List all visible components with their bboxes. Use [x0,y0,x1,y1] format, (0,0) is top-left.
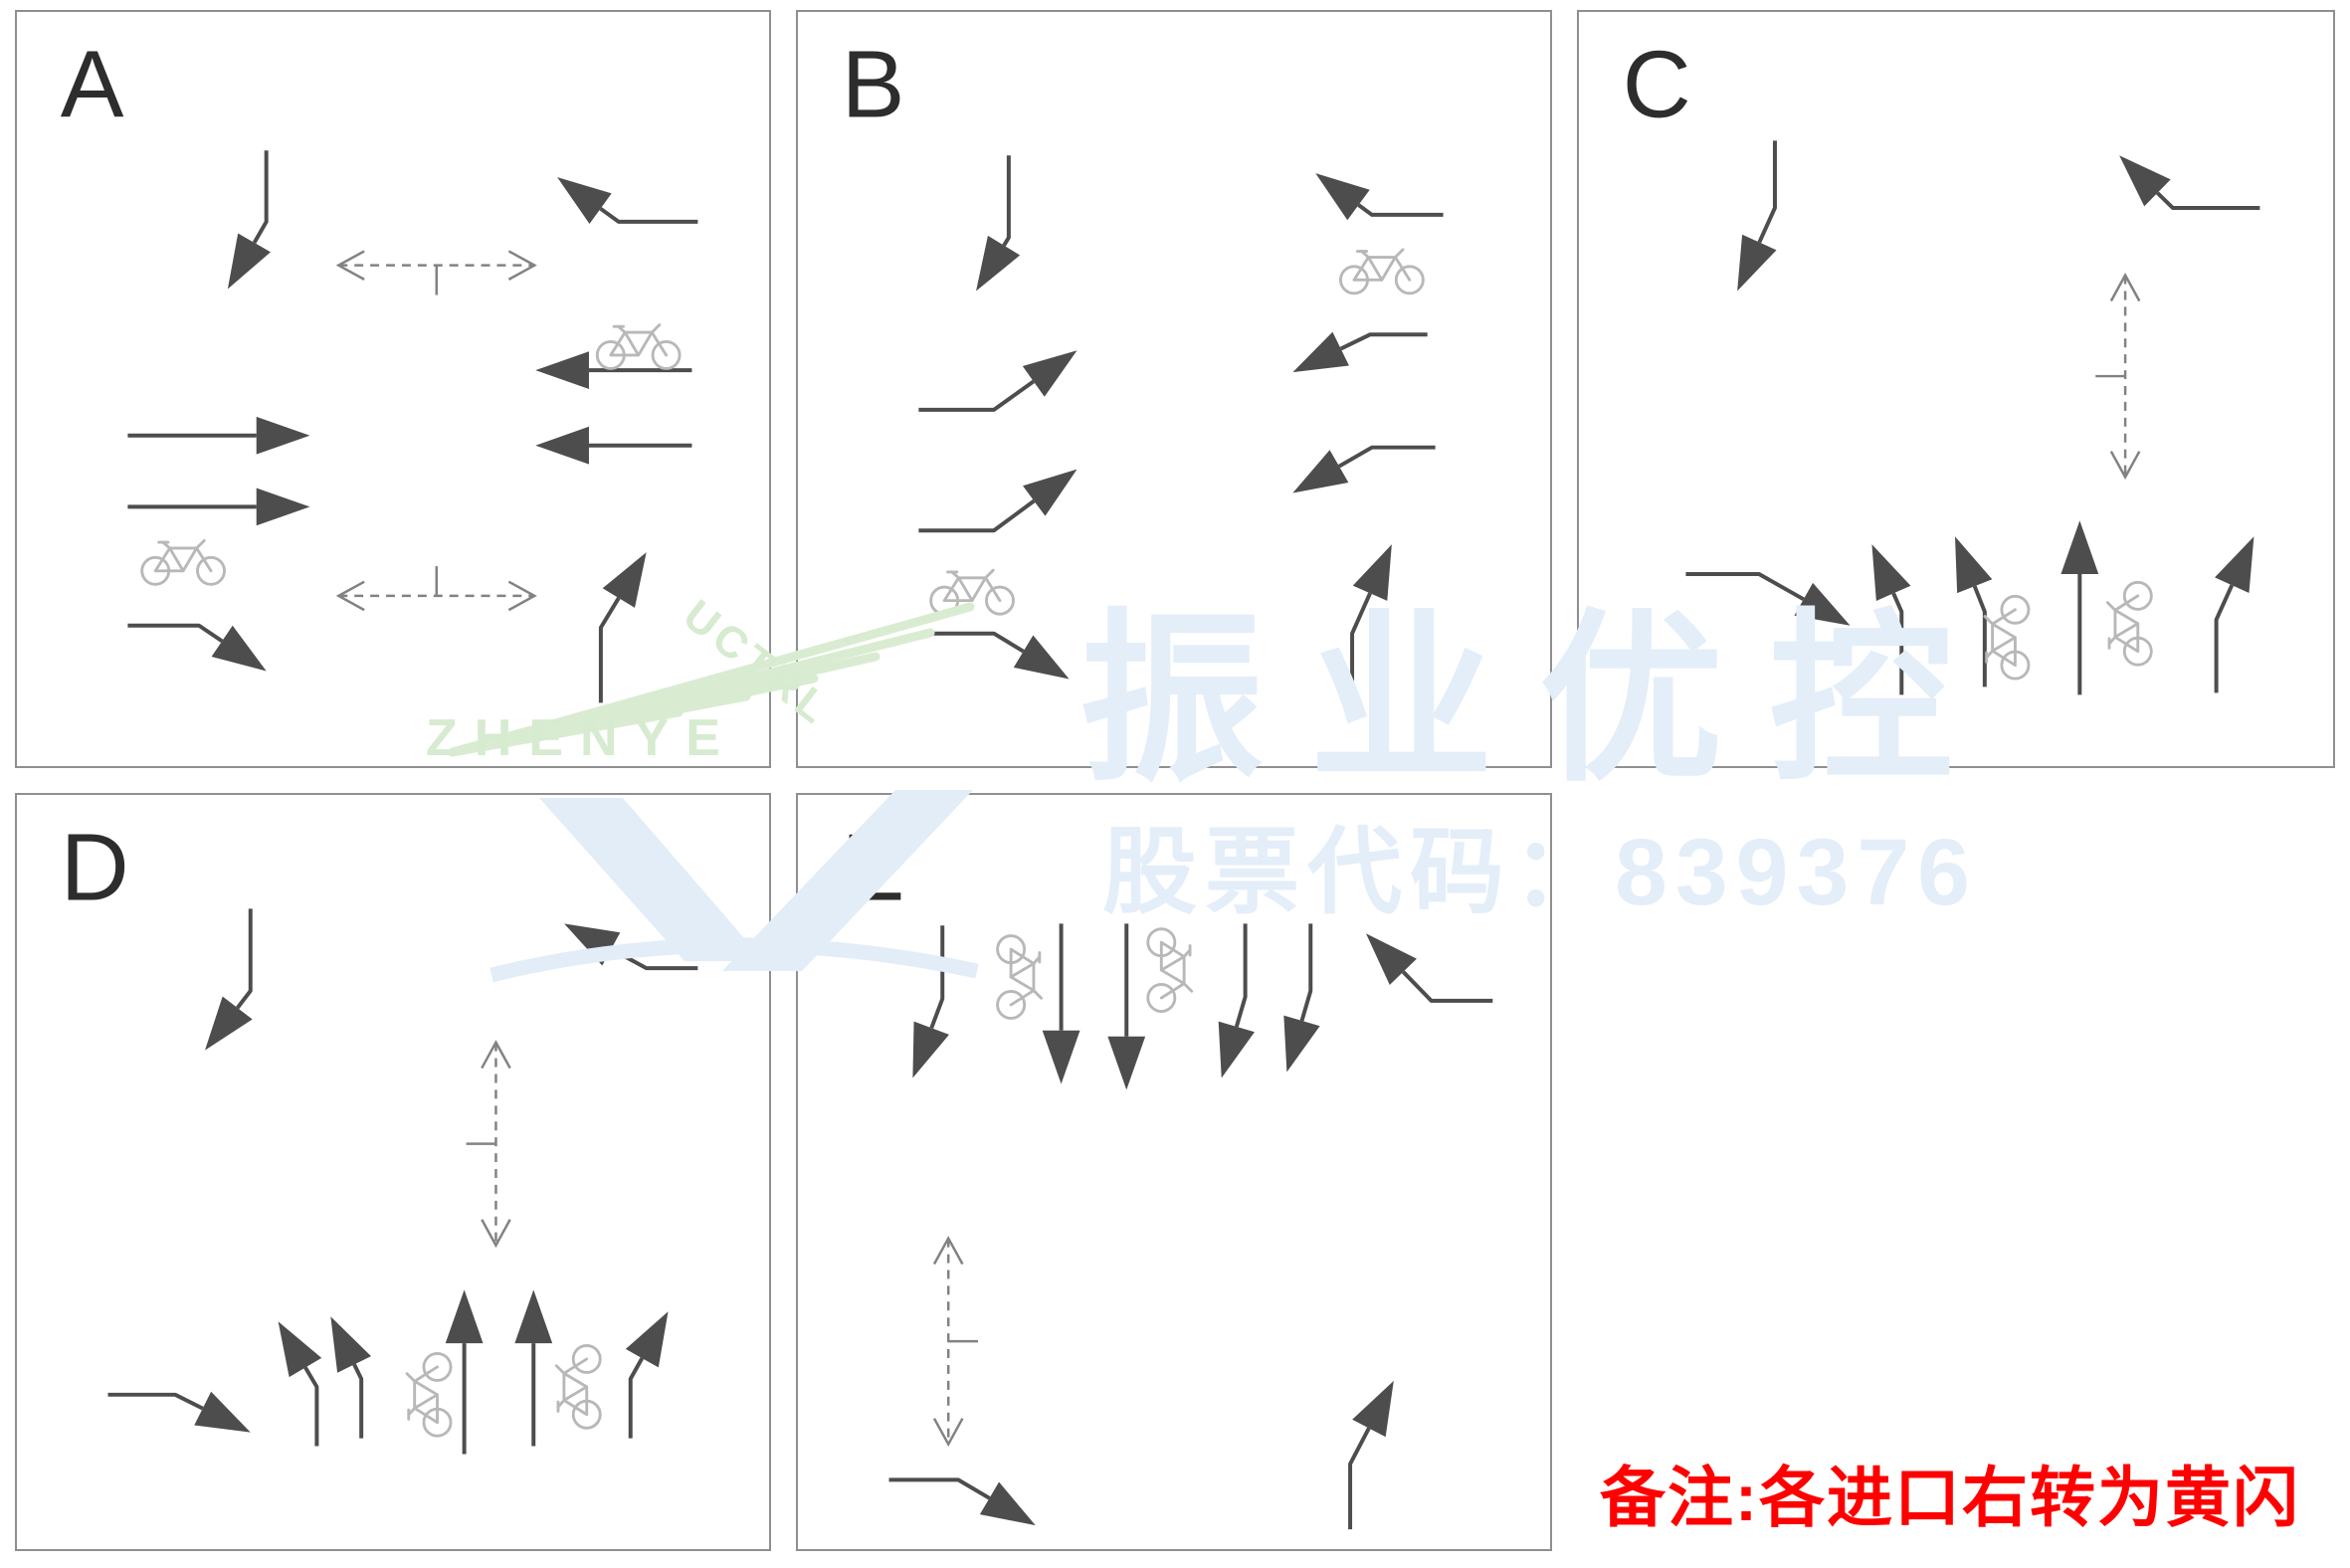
traffic-arrow-westbound-through-2 [535,426,692,465]
traffic-arrow-eastbound-right-turn [127,623,267,672]
panel-label-C: C [1623,32,1691,137]
phase-diagram-A: A [61,32,698,703]
phase-diagram-C: C [1623,32,2260,695]
traffic-arrow-eastbound-right-turn [888,1477,1036,1526]
traffic-arrow-eastbound-left-turn-2 [918,469,1077,533]
traffic-arrow-northbound-through-1 [445,1289,484,1455]
traffic-arrow-southbound-right-turn [1737,140,1777,292]
pedestrian-crossing-arrow [2095,273,2141,481]
panel-label-A: A [61,32,124,137]
pedestrian-crossing-arrow [932,1236,979,1448]
traffic-arrow-westbound-right-turn [557,177,698,224]
traffic-arrow-southbound-through-2 [1107,923,1146,1090]
phase-panel-E: E [796,793,1552,1551]
panel-label-E: E [842,815,905,920]
traffic-arrow-northbound-right-lane [625,1311,669,1439]
traffic-arrow-southbound-lane-3 [1218,923,1255,1078]
phase-panel-B: B [796,10,1552,768]
traffic-arrow-eastbound-right-turn [924,631,1070,680]
bicycle-icon [1983,594,2031,681]
traffic-arrow-northbound-right-lane [2214,536,2254,693]
traffic-arrow-westbound-left-turn-2 [1292,445,1436,493]
traffic-arrow-northbound-through-2 [514,1289,553,1447]
traffic-arrow-southbound-right-turn [205,908,253,1051]
panel-label-D: D [61,815,129,920]
note-text: 备注:各进口右转为黄闪 [1600,1461,2300,1534]
bicycle-icon [595,323,682,370]
pedestrian-crossing-arrow [335,566,537,612]
traffic-arrow-eastbound-right-turn [107,1391,251,1433]
traffic-arrow-northbound-through [2060,520,2099,695]
bicycle-icon [1339,248,1425,295]
traffic-arrow-southbound-right-turn [912,925,949,1078]
traffic-arrow-northbound-right-turn [1350,544,1392,703]
traffic-arrow-eastbound-right-turn [1685,572,1851,626]
traffic-arrow-northbound-right-turn [1348,1380,1394,1530]
traffic-arrow-southbound-right-turn [227,150,271,290]
pedestrian-crossing-arrow [335,250,537,295]
traffic-arrow-southbound-lane-4 [1283,923,1320,1073]
traffic-arrow-westbound-right-turn [564,923,698,971]
bicycle-icon [140,538,226,586]
traffic-arrow-westbound-right-turn [2119,155,2260,210]
bicycle-icon [996,934,1043,1020]
bicycle-icon [554,1343,602,1430]
phase-panel-C: C [1577,10,2335,768]
traffic-arrow-eastbound-left-turn-1 [918,350,1077,412]
phase-diagram-E: E [842,815,1493,1530]
bicycle-icon [1146,927,1194,1013]
traffic-arrow-eastbound-through-1 [127,416,310,455]
traffic-arrow-westbound-left-turn-1 [1292,331,1428,373]
traffic-arrow-westbound-right-turn [1315,173,1444,221]
bicycle-icon [2105,580,2153,667]
traffic-arrow-northbound-left-turn-2 [1955,536,1993,687]
traffic-arrow-southbound-right-turn [976,155,1021,292]
phase-panel-D: D [15,793,771,1551]
bicycle-icon [929,568,1015,616]
pedestrian-crossing-arrow [466,1040,511,1249]
phase-diagram-B: B [842,32,1444,703]
phase-diagram-D: D [61,815,698,1455]
phase-panel-A: A [15,10,771,768]
traffic-arrow-eastbound-through-2 [127,488,310,526]
traffic-arrow-northbound-left-turn-1 [1871,544,1911,695]
traffic-arrow-northbound-left-turn-1 [278,1321,322,1447]
traffic-arrow-westbound-through-1 [535,351,692,389]
traffic-arrow-northbound-left-turn-2 [330,1316,372,1439]
bicycle-icon [405,1351,453,1438]
traffic-arrow-northbound-right-turn [598,552,647,703]
panel-label-B: B [842,32,905,137]
traffic-arrow-southbound-through-1 [1042,923,1080,1084]
traffic-arrow-westbound-right-turn [1365,933,1493,1003]
